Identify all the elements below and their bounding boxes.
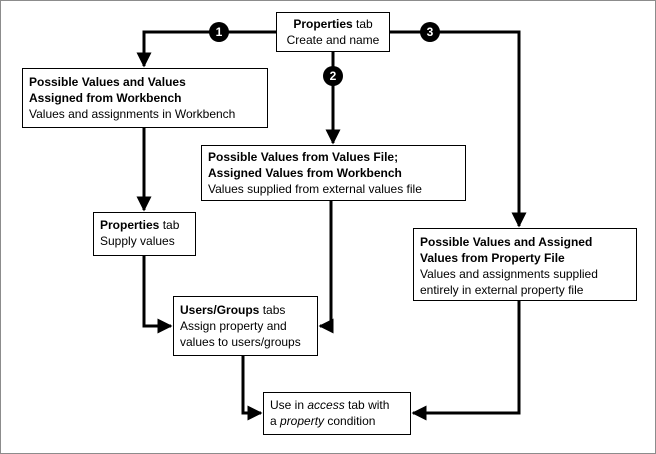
use-access-line2-em: property — [280, 414, 325, 428]
use-access-line1-post: tab with — [344, 398, 390, 412]
users-groups-desc-line1: Assign property and — [180, 319, 287, 333]
arrow-supply-to-users — [142, 256, 173, 334]
workbench-title-line1: Possible Values and Values — [29, 75, 186, 89]
arrow-values-file-to-users — [318, 201, 334, 334]
users-groups-desc-line2: values to users/groups — [180, 335, 301, 349]
step-1-badge: 1 — [209, 22, 229, 42]
properties-create-title-suffix: tab — [352, 17, 373, 31]
properties-supply-title: Properties — [100, 218, 160, 232]
users-groups-box: Users/Groups tabs Assign property and va… — [173, 296, 318, 356]
use-access-box: Use in access tab with a property condit… — [263, 392, 411, 435]
arrow-users-to-access — [241, 356, 263, 421]
use-access-line2-post: condition — [324, 414, 376, 428]
properties-create-desc: Create and name — [286, 33, 380, 47]
values-file-title-line1: Possible Values from Values File; — [208, 150, 399, 164]
arrow-property-file-to-access — [411, 301, 521, 421]
workbench-box: Possible Values and Values Assigned from… — [22, 68, 268, 128]
workbench-title-line2: Assigned from Workbench — [29, 91, 182, 105]
users-groups-title-suffix: tabs — [259, 303, 286, 317]
values-file-desc: Values supplied from external values fil… — [208, 182, 422, 196]
arrow-to-workbench — [136, 30, 276, 68]
values-file-box: Possible Values from Values File; Assign… — [201, 145, 466, 201]
property-file-box: Possible Values and Assigned Values from… — [413, 228, 637, 301]
properties-supply-box: Properties tab Supply values — [93, 212, 196, 256]
property-file-title-line1: Possible Values and Assigned — [420, 235, 593, 249]
workbench-desc: Values and assignments in Workbench — [29, 107, 236, 121]
use-access-line2-pre: a — [270, 414, 281, 428]
properties-create-title: Properties — [293, 17, 353, 31]
users-groups-title: Users/Groups — [180, 303, 260, 317]
property-file-desc-line2: entirely in external property file — [420, 283, 584, 297]
properties-supply-desc: Supply values — [100, 234, 175, 248]
property-file-title-line2: Values from Property File — [420, 251, 565, 265]
step-3-badge: 3 — [420, 22, 440, 42]
property-file-desc-line1: Values and assignments supplied — [420, 267, 598, 281]
properties-supply-title-suffix: tab — [159, 218, 180, 232]
properties-create-box: Properties tab Create and name — [276, 12, 390, 52]
values-file-title-line2: Assigned Values from Workbench — [208, 166, 402, 180]
use-access-line1-em: access — [307, 398, 345, 412]
use-access-line1-pre: Use in — [270, 398, 308, 412]
step-2-badge: 2 — [323, 66, 343, 86]
